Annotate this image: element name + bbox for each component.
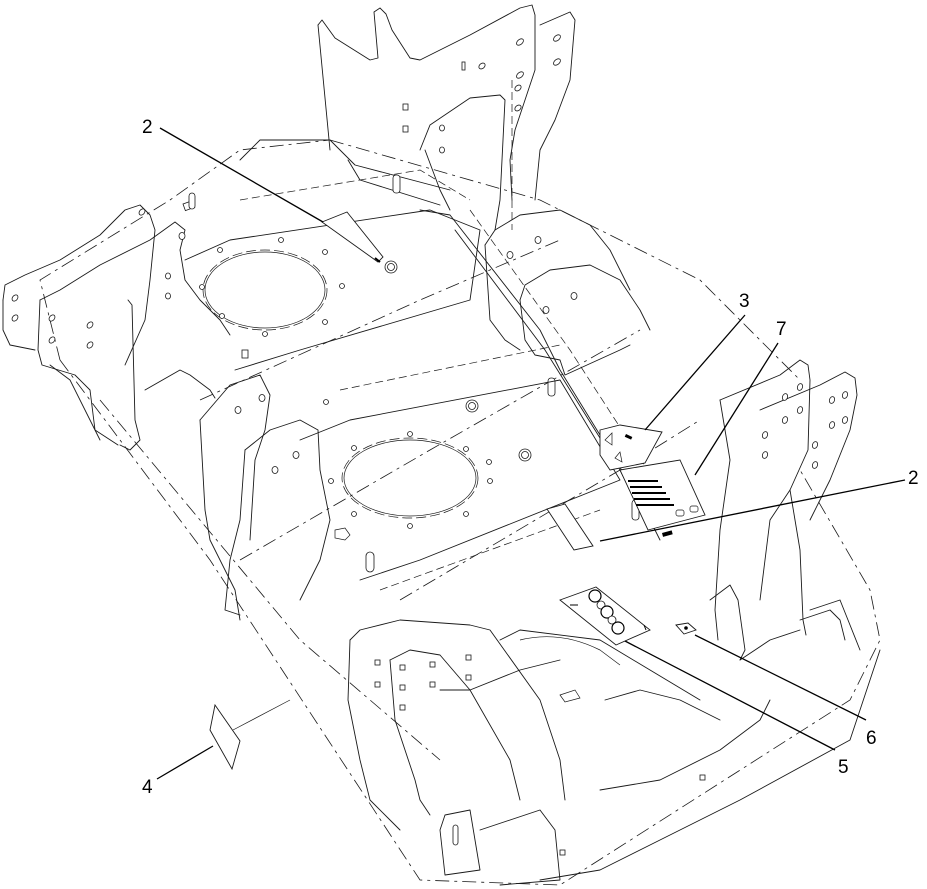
callout-3: 3 xyxy=(739,291,750,312)
callout-7: 7 xyxy=(776,319,787,340)
rear-tower xyxy=(317,4,576,231)
right-lower-fender xyxy=(604,584,846,721)
clip-6[interactable] xyxy=(675,622,697,635)
callout-5: 5 xyxy=(838,757,849,778)
decal-5-control-panel[interactable] xyxy=(559,586,651,646)
decal-2-upper[interactable] xyxy=(321,211,384,263)
callout-2-upper: 2 xyxy=(142,117,153,138)
decal-3-arrow[interactable] xyxy=(599,424,663,471)
left-brackets xyxy=(2,192,231,451)
right-gussets-upper xyxy=(484,209,651,376)
callout-6: 6 xyxy=(866,728,877,749)
callout-2-middle: 2 xyxy=(908,468,919,489)
callout-4: 4 xyxy=(142,777,153,798)
decal-2-middle[interactable] xyxy=(546,503,594,551)
decal-7-chart[interactable] xyxy=(619,459,706,537)
upper-plate xyxy=(184,139,481,371)
leader-lines xyxy=(156,127,906,780)
decal-4-loose[interactable] xyxy=(209,699,291,771)
right-end-plates xyxy=(714,359,861,651)
middle-left-gussets xyxy=(199,374,331,621)
front-body xyxy=(347,619,881,886)
middle-plate xyxy=(299,344,621,591)
